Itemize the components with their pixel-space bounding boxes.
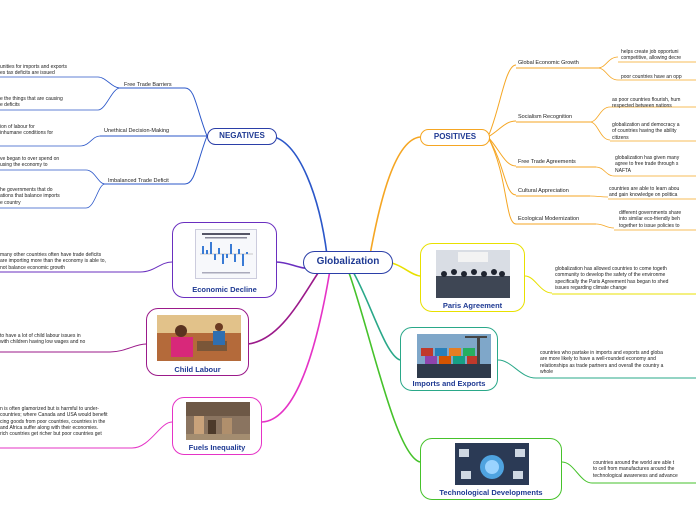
economic-decline-node[interactable]: Economic Decline <box>172 222 277 298</box>
economic-decline-note: many other countries often have trade de… <box>0 252 106 271</box>
ecological-modernization-label[interactable]: Ecological Modernization <box>518 216 580 222</box>
paris-agreement-node[interactable]: Paris Agreement <box>420 243 525 312</box>
positive-note: different governments share into similar… <box>619 210 682 229</box>
negative-note: ve began to over spend on using the econ… <box>0 156 60 169</box>
positive-note: poor countries have an opp <box>621 74 682 80</box>
imports-exports-photo <box>417 334 491 378</box>
fuels-inequality-photo <box>186 402 250 440</box>
socialism-recognition-label[interactable]: Socialism Recognition <box>518 114 573 120</box>
global-economic-growth-label[interactable]: Global Economic Growth <box>518 60 579 66</box>
technological-developments-note: countries around the world are able t to… <box>593 460 678 479</box>
child-labour-node[interactable]: Child Labour <box>146 308 249 376</box>
child-labour-note: to have a lot of child labour issues in … <box>0 333 86 346</box>
technology-photo <box>455 443 529 485</box>
imports-exports-node[interactable]: Imports and Exports <box>400 327 498 391</box>
positive-note: globalization has given many agree to fr… <box>615 155 680 174</box>
positives-node[interactable]: POSITIVES <box>420 129 490 146</box>
imports-exports-note: countries who partake in imports and exp… <box>540 350 664 375</box>
fuels-inequality-note: n is often glamorized but is harmful to … <box>0 406 108 438</box>
child-labour-photo <box>157 315 241 361</box>
negatives-label: NEGATIVES <box>219 131 265 140</box>
technological-developments-node[interactable]: Technological Developments <box>420 438 562 500</box>
positives-label: POSITIVES <box>433 132 477 141</box>
imports-exports-label: Imports and Exports <box>412 379 486 388</box>
child-labour-label: Child Labour <box>174 365 221 374</box>
paris-agreement-photo <box>436 250 510 298</box>
imbalanced-trade-deficit-label[interactable]: Imbalanced Trade Deficit <box>108 178 169 184</box>
cultural-appreciation-label[interactable]: Cultural Appreciation <box>518 188 569 194</box>
free-trade-agreements-label[interactable]: Free Trade Agreements <box>518 159 576 165</box>
negative-note: unities for imports and exports es tax d… <box>0 64 67 77</box>
central-topic-label: Globalization <box>316 256 380 267</box>
positive-note: countries are able to learn abou and gai… <box>609 186 680 199</box>
fuels-inequality-label: Fuels Inequality <box>188 443 246 452</box>
free-trade-barriers-label[interactable]: Free Trade Barriers <box>124 82 172 88</box>
economic-decline-label: Economic Decline <box>192 285 257 294</box>
positive-note: globalization and democracy a of countri… <box>612 122 680 141</box>
central-topic[interactable]: Globalization <box>303 251 393 274</box>
positive-note: helps create job opportuni competitive, … <box>621 49 682 62</box>
paris-agreement-label: Paris Agreement <box>442 301 503 310</box>
negative-note: ion of labour for inhumane conditions fo… <box>0 124 54 137</box>
paris-agreement-note: globalization has allowed countries to c… <box>555 266 669 291</box>
negative-note: e the things that are causing e deficits <box>0 96 63 109</box>
negative-note: he governments that do ations that balan… <box>0 187 60 206</box>
technological-developments-label: Technological Developments <box>439 488 543 497</box>
positive-note: as poor countries flourish, hum respecte… <box>612 97 681 110</box>
negatives-node[interactable]: NEGATIVES <box>207 128 277 145</box>
unethical-decision-making-label[interactable]: Unethical Decision-Making <box>104 128 170 134</box>
economic-decline-chart-image <box>195 229 257 279</box>
fuels-inequality-node[interactable]: Fuels Inequality <box>172 397 262 455</box>
